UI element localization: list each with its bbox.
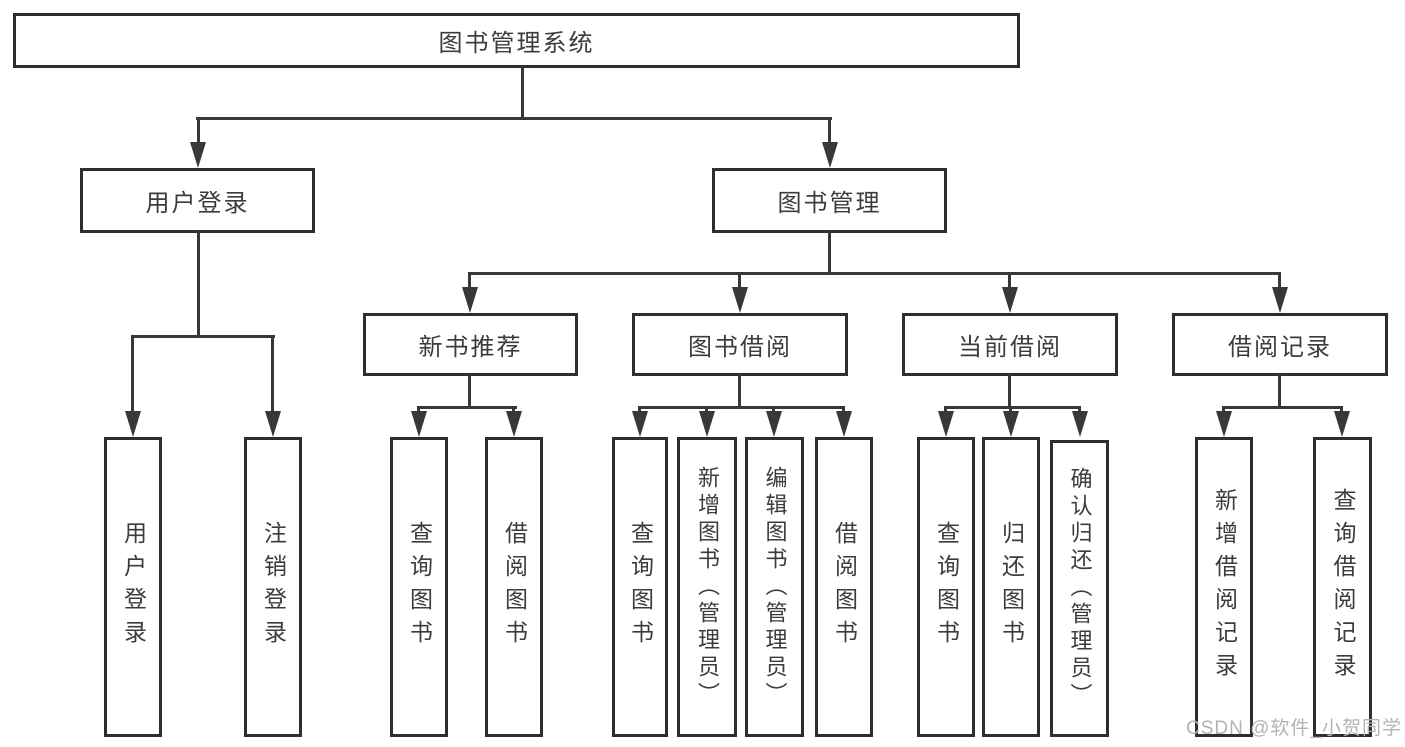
connector-user-login-stub	[197, 231, 200, 335]
leaf-borrow-query-books-label: 查询图书	[627, 521, 654, 653]
connector-book-mgmt-stub	[828, 231, 831, 274]
node-current-borrow-label: 当前借阅	[958, 334, 1062, 361]
arrow-to-book-mgmt	[822, 142, 838, 168]
leaf-newbook-query-books: 查询图书	[390, 437, 448, 737]
leaf-edit-books-admin-label: 编辑图书（管理员）	[762, 465, 788, 709]
leaf-user-login-label: 用户登录	[120, 521, 147, 653]
connector-newbook-rail	[417, 406, 517, 409]
arrow-to-login-leaf1	[125, 411, 141, 437]
arrow-to-login-leaf2	[265, 411, 281, 437]
leaf-confirm-return-admin: 确认归还（管理员）	[1050, 440, 1109, 737]
connector-bookborrow-stub	[738, 374, 741, 409]
leaf-current-query-books: 查询图书	[917, 437, 975, 737]
connector-login-leaf1-drop	[131, 335, 134, 413]
arrow-to-newbook-leaf2	[506, 411, 522, 437]
connector-current-leaf1-drop	[944, 406, 947, 414]
node-book-management: 图书管理	[712, 168, 947, 233]
node-root: 图书管理系统	[13, 13, 1020, 68]
arrow-to-user-login	[190, 142, 206, 168]
connector-currentborrow-drop	[1008, 272, 1011, 290]
node-current-borrow: 当前借阅	[902, 313, 1118, 376]
arrow-to-borrow-records	[1272, 287, 1288, 313]
connector-bookborrow-drop	[738, 272, 741, 290]
arrow-to-current-leaf1	[938, 411, 954, 437]
connector-records-rail	[1222, 406, 1343, 409]
connector-currentborrow-stub	[1008, 374, 1011, 409]
csdn-watermark: CSDN @软件_小贺同学	[1186, 718, 1402, 739]
leaf-borrow-query-books: 查询图书	[612, 437, 668, 737]
arrow-to-current-leaf3	[1072, 411, 1088, 437]
connector-user-login-drop	[197, 117, 200, 147]
leaf-borrow-borrow-books-label: 借阅图书	[831, 521, 858, 653]
connector-borrow-leaf2-drop	[705, 406, 708, 414]
node-user-login-label: 用户登录	[145, 190, 250, 217]
leaf-logout-label: 注销登录	[260, 521, 287, 653]
leaf-add-books-admin-label: 新增图书（管理员）	[695, 465, 720, 709]
connector-bookborrow-rail	[638, 406, 845, 409]
leaf-query-borrow-record: 查询借阅记录	[1313, 437, 1372, 737]
connector-currentborrow-rail	[944, 406, 1081, 409]
node-new-book-recommend: 新书推荐	[363, 313, 578, 376]
node-root-label: 图书管理系统	[438, 30, 595, 57]
arrow-to-current-leaf2	[1003, 411, 1019, 437]
arrow-to-book-borrow	[732, 287, 748, 313]
node-book-management-label: 图书管理	[777, 190, 882, 217]
connector-borrow-leaf1-drop	[638, 406, 641, 414]
connector-newbook-leaf2-drop	[512, 406, 515, 414]
connector-borrow-leaf4-drop	[842, 406, 845, 414]
leaf-add-books-admin: 新增图书（管理员）	[677, 437, 737, 737]
connector-borrow-leaf3-drop	[772, 406, 775, 414]
leaf-user-login: 用户登录	[104, 437, 162, 737]
node-book-borrow: 图书借阅	[632, 313, 848, 376]
connector-level3-rail	[468, 272, 1281, 275]
connector-newbook-leaf1-drop	[417, 406, 420, 414]
node-book-borrow-label: 图书借阅	[688, 334, 792, 361]
node-user-login: 用户登录	[80, 168, 315, 233]
leaf-borrow-borrow-books: 借阅图书	[815, 437, 873, 737]
leaf-edit-books-admin: 编辑图书（管理员）	[745, 437, 804, 737]
arrow-to-records-leaf2	[1334, 411, 1350, 437]
leaf-newbook-borrow-books: 借阅图书	[485, 437, 543, 737]
arrow-to-newbook-leaf1	[411, 411, 427, 437]
leaf-return-books-label: 归还图书	[998, 521, 1025, 653]
leaf-confirm-return-admin-label: 确认归还（管理员）	[1067, 467, 1093, 710]
connector-records-stub	[1278, 374, 1281, 409]
leaf-current-query-books-label: 查询图书	[933, 521, 960, 653]
arrow-to-borrow-leaf2	[699, 411, 715, 437]
connector-current-leaf2-drop	[1009, 406, 1012, 414]
connector-newbook-stub	[468, 374, 471, 409]
leaf-newbook-query-books-label: 查询图书	[406, 521, 433, 653]
node-borrow-records-label: 借阅记录	[1228, 334, 1332, 361]
connector-records-leaf2-drop	[1340, 406, 1343, 414]
connector-current-leaf3-drop	[1078, 406, 1081, 414]
connector-root-stub	[521, 66, 524, 120]
arrow-to-current-borrow	[1002, 287, 1018, 313]
connector-book-mgmt-drop	[828, 117, 831, 147]
connector-user-login-rail	[131, 335, 275, 338]
leaf-logout: 注销登录	[244, 437, 302, 737]
connector-level2-rail	[196, 117, 832, 120]
arrow-to-borrow-leaf4	[836, 411, 852, 437]
leaf-query-borrow-record-label: 查询借阅记录	[1330, 488, 1356, 686]
node-new-book-recommend-label: 新书推荐	[418, 334, 523, 361]
leaf-return-books: 归还图书	[982, 437, 1040, 737]
leaf-add-borrow-record: 新增借阅记录	[1195, 437, 1253, 737]
leaf-newbook-borrow-books-label: 借阅图书	[501, 521, 528, 653]
arrow-to-borrow-leaf1	[632, 411, 648, 437]
connector-records-drop	[1278, 272, 1281, 290]
node-borrow-records: 借阅记录	[1172, 313, 1388, 376]
connector-newbook-drop	[468, 272, 471, 290]
leaf-add-borrow-record-label: 新增借阅记录	[1211, 488, 1238, 686]
connector-login-leaf2-drop	[271, 335, 274, 413]
arrow-to-new-book-recommend	[462, 287, 478, 313]
arrow-to-records-leaf1	[1216, 411, 1232, 437]
arrow-to-borrow-leaf3	[766, 411, 782, 437]
connector-records-leaf1-drop	[1222, 406, 1225, 414]
